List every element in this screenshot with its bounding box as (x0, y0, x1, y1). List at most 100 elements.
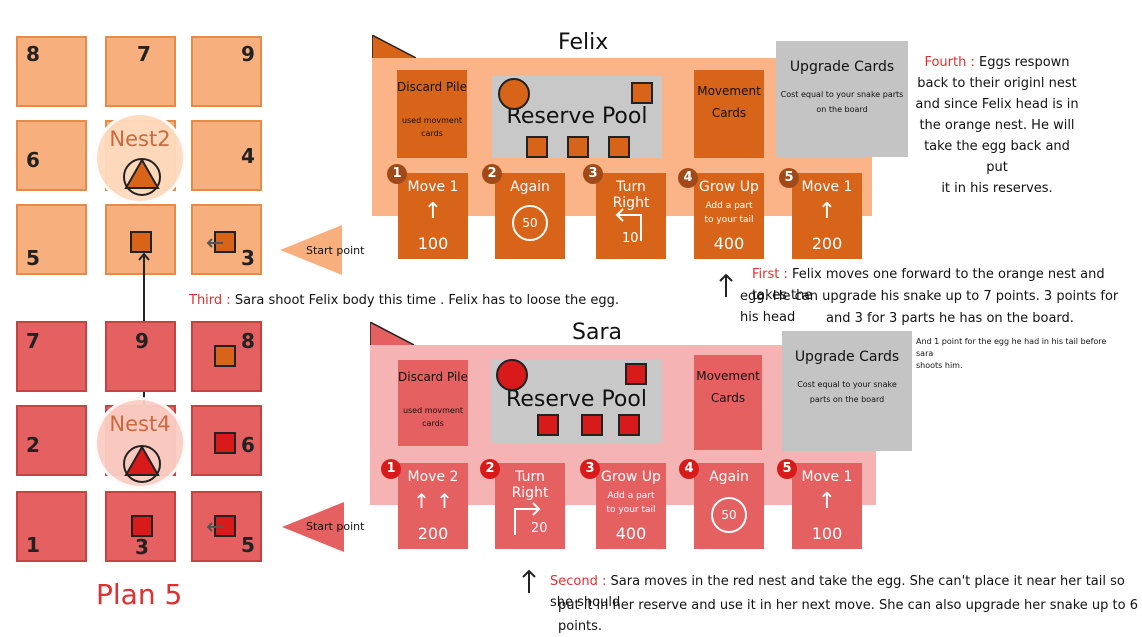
sara-movement-deck[interactable]: Movement Cards (694, 355, 762, 450)
grid-tile: 7 (16, 321, 87, 392)
note-first-text: egg. He can upgrade his snake up to 7 po… (740, 289, 1119, 325)
upgrade-title: Upgrade Cards (794, 349, 900, 365)
arrow-up-icon (522, 569, 536, 593)
tile-number: 7 (26, 329, 40, 353)
player-name-felix: Felix (558, 30, 609, 55)
tile-number: 5 (241, 533, 255, 557)
egg-triangle-icon (123, 157, 161, 196)
nest-label: Nest4 (109, 412, 171, 436)
card-title: Move 1 (407, 179, 459, 195)
start-point-label: Start point (306, 244, 365, 257)
reserve-piece (581, 414, 603, 436)
grid-tile: 6 (16, 120, 87, 191)
note-second-text: put it in her reserve and use it in her … (558, 598, 1138, 634)
card-order-badge: 1 (387, 164, 407, 184)
movement-card[interactable]: Again 50 (495, 173, 565, 259)
sara-body-piece (214, 432, 236, 454)
reserve-head-piece (498, 78, 530, 110)
note-fourth-label: Fourth : (924, 55, 975, 70)
movement-card[interactable]: Turn Right 20 (495, 463, 565, 549)
repeat-icon: 50 (711, 497, 747, 533)
card-order-badge: 2 (480, 459, 500, 479)
movement-card[interactable]: Grow Up Add a part to your tail 400 (694, 173, 764, 259)
card-value: 20 (531, 521, 548, 536)
movement-card[interactable]: Again 50 (694, 463, 764, 549)
card-value: 200 (811, 234, 843, 253)
grid-tile: 5 (16, 204, 87, 275)
felix-discard-pile[interactable]: Discard Pile used movment cards (397, 70, 467, 158)
note-first-text: and 3 for 3 parts he has on the board. (826, 311, 1074, 326)
pool-title: Reserve Pool (506, 104, 648, 129)
movement-card[interactable]: Move 1 ↑ 200 (792, 173, 862, 259)
felix-movement-deck[interactable]: Movement Cards (694, 70, 764, 158)
card-value: 100 (811, 524, 843, 543)
card-title: Grow Up (601, 469, 661, 485)
note-first-small-text: shoots him. (916, 361, 963, 370)
note-fourth-text: the orange nest. He will (919, 118, 1075, 133)
movement-card[interactable]: Move 1 ↑ 100 (398, 173, 468, 259)
discard-title: Discard Pile (397, 80, 467, 94)
reserve-piece (567, 136, 589, 158)
tile-number: 9 (241, 42, 255, 66)
grid-tile: 9 (191, 36, 262, 107)
grid-tile: 7 (105, 36, 176, 107)
discard-sub: used movment cards (401, 116, 463, 138)
reserve-piece (537, 414, 559, 436)
grid-tile: 4 (191, 120, 262, 191)
arrow-up-icon: ↑ (423, 199, 443, 224)
sara-upgrade-cards[interactable]: Upgrade Cards Cost equal to your snake p… (782, 331, 912, 451)
felix-reserve-pool: Reserve Pool (492, 76, 662, 158)
tile-number: 8 (26, 42, 40, 66)
movement-card[interactable]: Turn Right 10 (596, 173, 666, 259)
sara-discard-pile[interactable]: Discard Pile used movment cards (398, 360, 468, 446)
arrow-left-icon (206, 522, 223, 532)
reserve-piece (631, 82, 653, 104)
reserve-piece (618, 414, 640, 436)
grid-tile: 8 (16, 36, 87, 107)
movement-title: Movement Cards (696, 369, 760, 405)
tile-number: 3 (135, 535, 149, 559)
felix-upgrade-cards[interactable]: Upgrade Cards Cost equal to your snake p… (776, 41, 908, 157)
card-value: 10 (622, 231, 639, 246)
tile-number: 8 (241, 329, 255, 353)
card-order-badge: 5 (777, 459, 797, 479)
start-point-arrow-orange (280, 225, 342, 275)
card-title: Again (510, 179, 550, 195)
start-point-label: Start point (306, 520, 365, 533)
card-order-badge: 1 (381, 459, 401, 479)
card-order-badge: 2 (482, 164, 502, 184)
movement-title: Movement Cards (697, 84, 761, 120)
card-order-badge: 4 (679, 459, 699, 479)
note-first-small-text: And 1 point for the egg he had in his ta… (916, 337, 1107, 358)
card-title: Grow Up (699, 179, 759, 195)
card-value: 400 (713, 234, 745, 253)
movement-card[interactable]: Grow Up Add a part to your tail 400 (596, 463, 666, 549)
note-second-label: Second : (550, 574, 607, 589)
upgrade-sub: Cost equal to your snake parts on the bo… (780, 90, 904, 114)
reserve-piece (625, 363, 647, 385)
note-second-text: Sara moves in the red nest and take the … (550, 574, 1125, 610)
movement-card[interactable]: Move 1 ↑ 100 (792, 463, 862, 549)
note-first: First : Felix moves one forward to the o… (752, 264, 1137, 306)
reserve-piece (526, 136, 548, 158)
card-order-badge: 4 (678, 168, 698, 188)
movement-card[interactable]: Move 2 ↑ ↑ 200 (398, 463, 468, 549)
tile-number: 6 (241, 433, 255, 457)
card-sub: Add a part to your tail (704, 201, 754, 225)
reserve-head-piece (496, 359, 528, 391)
sara-body-piece (131, 515, 153, 537)
felix-body-piece (130, 231, 152, 253)
nest-orange: Nest2 (94, 112, 186, 204)
note-fourth-text: back to their originl nest (917, 76, 1077, 91)
card-title: Move 1 (801, 179, 853, 195)
tile-number: 3 (241, 246, 255, 270)
note-fourth-text: and since Felix head is in (915, 97, 1079, 112)
card-order-badge: 3 (583, 164, 603, 184)
nest-red: Nest4 (94, 397, 186, 489)
note-fourth: Fourth : Eggs respown back to their orig… (912, 52, 1082, 199)
start-point-arrow-red (282, 502, 344, 552)
turn-right-icon (615, 208, 642, 241)
card-order-badge: 5 (779, 168, 799, 188)
card-sub: Add a part to your tail (606, 491, 656, 515)
pool-title: Reserve Pool (506, 387, 647, 412)
